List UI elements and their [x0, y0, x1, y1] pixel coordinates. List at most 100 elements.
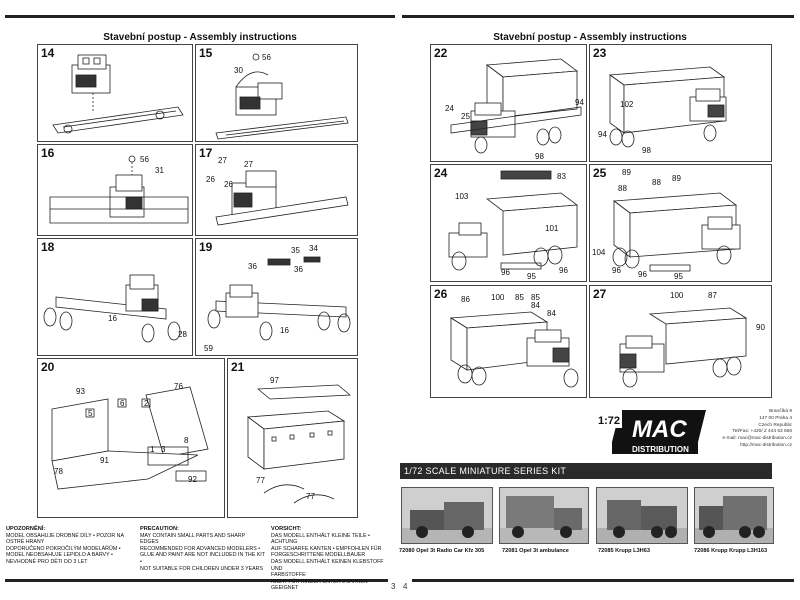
kit-name: Opel 3t Radio Car Kfz 305 — [416, 548, 485, 554]
warning-heading: VORSICHT: — [271, 526, 302, 532]
step-25-panel: 25 89 88 89 88 104 96 96 95 — [589, 164, 772, 282]
step-18-panel: 18 16 28 — [37, 238, 193, 356]
part-label: 97 — [270, 376, 279, 385]
part-label: 91 — [100, 456, 109, 465]
part-label: 96 — [559, 266, 568, 275]
part-label: 25 — [461, 112, 470, 121]
step-22-drawing: 24 25 94 98 — [445, 58, 584, 161]
part-label: 77 — [256, 476, 265, 485]
step-number: 16 — [41, 146, 55, 160]
step-15-panel: 15 30 56 — [195, 44, 358, 142]
kit-name: Opel 3t ambulance — [519, 548, 569, 554]
step-21-drawing: 97 77 77 — [246, 376, 352, 504]
step-17-panel: 17 27 27 26 26 — [195, 144, 358, 236]
left-top-rule — [5, 15, 395, 18]
step-number: 18 — [41, 240, 55, 254]
step-27-drawing: 100 87 90 — [619, 291, 765, 388]
part-label: 6 — [120, 399, 125, 408]
part-label: 56 — [262, 53, 271, 62]
step-18-drawing: 16 28 — [43, 274, 187, 343]
part-label: 100 — [491, 293, 505, 302]
part-label: 28 — [178, 330, 187, 339]
step-number: 15 — [199, 46, 213, 60]
part-label: 26 — [224, 180, 233, 189]
part-label: 88 — [618, 184, 627, 193]
part-label: 31 — [155, 166, 164, 175]
step-17-drawing: 27 27 26 26 — [206, 156, 349, 226]
part-label: 96 — [501, 268, 510, 277]
part-label: 85 — [531, 293, 540, 302]
kit-caption-72081: 72081 Opel 3t ambulance — [502, 548, 569, 554]
step-20-panel: 20 93 76 5 6 2 3 1 8 91 78 92 — [37, 358, 225, 518]
part-label: 76 — [174, 382, 183, 391]
kit-name: Krupp Krupp L3H163 — [711, 548, 768, 554]
part-label: 102 — [620, 100, 634, 109]
step-25-drawing: 89 88 89 88 104 96 96 95 — [592, 168, 741, 281]
part-label: 94 — [575, 98, 584, 107]
part-label: 16 — [280, 326, 289, 335]
part-label: 34 — [309, 244, 318, 253]
warning-line: AUF SCHARFE KANTEN • EMPFOHLEN FÜR — [271, 545, 382, 552]
part-label: 36 — [294, 265, 303, 274]
warning-heading: UPOZORNĚNÍ: — [6, 526, 46, 532]
warning-line: NOT SUITABLE FOR CHILDREN UNDER 3 YEARS — [140, 565, 264, 572]
warning-line: DAS MODELL ENTHÄLT KLEINE TEILE • ACHTUN… — [271, 532, 370, 546]
logo-scale: 1:72 — [598, 415, 620, 427]
warning-line: MAY CONTAIN SMALL PARTS AND SHARP EDGES — [140, 532, 246, 546]
truck-photo — [500, 496, 588, 543]
series-title: 1/72 SCALE MINIATURE SERIES KIT — [400, 463, 772, 479]
part-label: 36 — [248, 262, 257, 271]
part-label: 104 — [592, 248, 606, 257]
step-27-panel: 27 100 87 90 — [589, 285, 772, 398]
step-23-drawing: 102 94 98 — [598, 66, 727, 155]
mac-distribution-logo: 1:72 MAC DISTRIBUTION — [598, 406, 708, 458]
step-number: 24 — [434, 166, 448, 180]
step-26-drawing: 86 100 85 85 84 84 — [449, 293, 579, 388]
step-number: 25 — [593, 166, 607, 180]
step-number: 14 — [41, 46, 55, 60]
step-14-panel: 14 — [37, 44, 193, 142]
part-label: 95 — [674, 272, 683, 281]
part-label: 98 — [535, 152, 544, 161]
part-label: 85 — [515, 293, 524, 302]
step-24-drawing: 83 103 101 96 95 96 — [448, 170, 579, 281]
kit-caption-72080: 72080 Opel 3t Radio Car Kfz 305 — [399, 548, 484, 554]
part-label: 95 — [527, 272, 536, 281]
company-address: Brančíká 9 147 00 Praha 4 Czech Republic… — [712, 409, 792, 450]
part-label: 88 — [652, 178, 661, 187]
warning-line: FORGESCHRITTENE MODELLBAUER — [271, 552, 366, 559]
part-label: 86 — [461, 295, 470, 304]
step-number: 26 — [434, 287, 448, 301]
part-label: 30 — [234, 66, 243, 75]
part-label: 98 — [642, 146, 651, 155]
step-number: 20 — [41, 360, 55, 374]
part-label: 89 — [672, 174, 681, 183]
part-label: 101 — [545, 224, 559, 233]
kit-caption-72086: 72086 Krupp Krupp L3H163 — [694, 548, 767, 554]
step-20-drawing: 93 76 5 6 2 3 1 8 91 78 92 — [51, 382, 209, 490]
warning-czech: UPOZORNĚNÍ: MODEL OBSAHUJE DROBNÉ DÍLY •… — [6, 526, 126, 566]
warning-line: OSTRÉ HRANY — [6, 539, 45, 546]
kit-photo-72085 — [596, 487, 688, 544]
step-16-panel: 16 56 31 — [37, 144, 193, 236]
warning-line: RECOMMENDED FOR ADVANCED MODELERS • — [140, 545, 261, 552]
truck-photo — [695, 496, 773, 543]
step-23-panel: 23 102 94 98 — [589, 44, 772, 162]
kit-code: 72081 — [502, 548, 518, 554]
logo-sub: DISTRIBUTION — [632, 445, 689, 454]
warning-line: NEVHODNÉ PRO DĚTI DO 3 LET — [6, 558, 88, 565]
left-page-number: 3 — [391, 582, 396, 591]
part-label: 5 — [88, 409, 93, 418]
logo-graphic: 1:72 MAC DISTRIBUTION — [598, 410, 706, 454]
part-label: 27 — [244, 160, 253, 169]
part-label: 96 — [638, 270, 647, 279]
kit-code: 72086 — [694, 548, 710, 554]
step-21-panel: 21 97 77 77 — [227, 358, 358, 518]
right-top-rule — [402, 15, 794, 18]
step-24-panel: 24 83 103 101 96 95 96 — [430, 164, 587, 282]
part-label: 56 — [140, 155, 149, 164]
part-label: 1 — [150, 445, 155, 454]
kit-code: 72085 — [598, 548, 614, 554]
step-number: 17 — [199, 146, 213, 160]
warning-line: DOPORUČENO POKROČILÝM MODELÁŘŮM • — [6, 545, 121, 552]
